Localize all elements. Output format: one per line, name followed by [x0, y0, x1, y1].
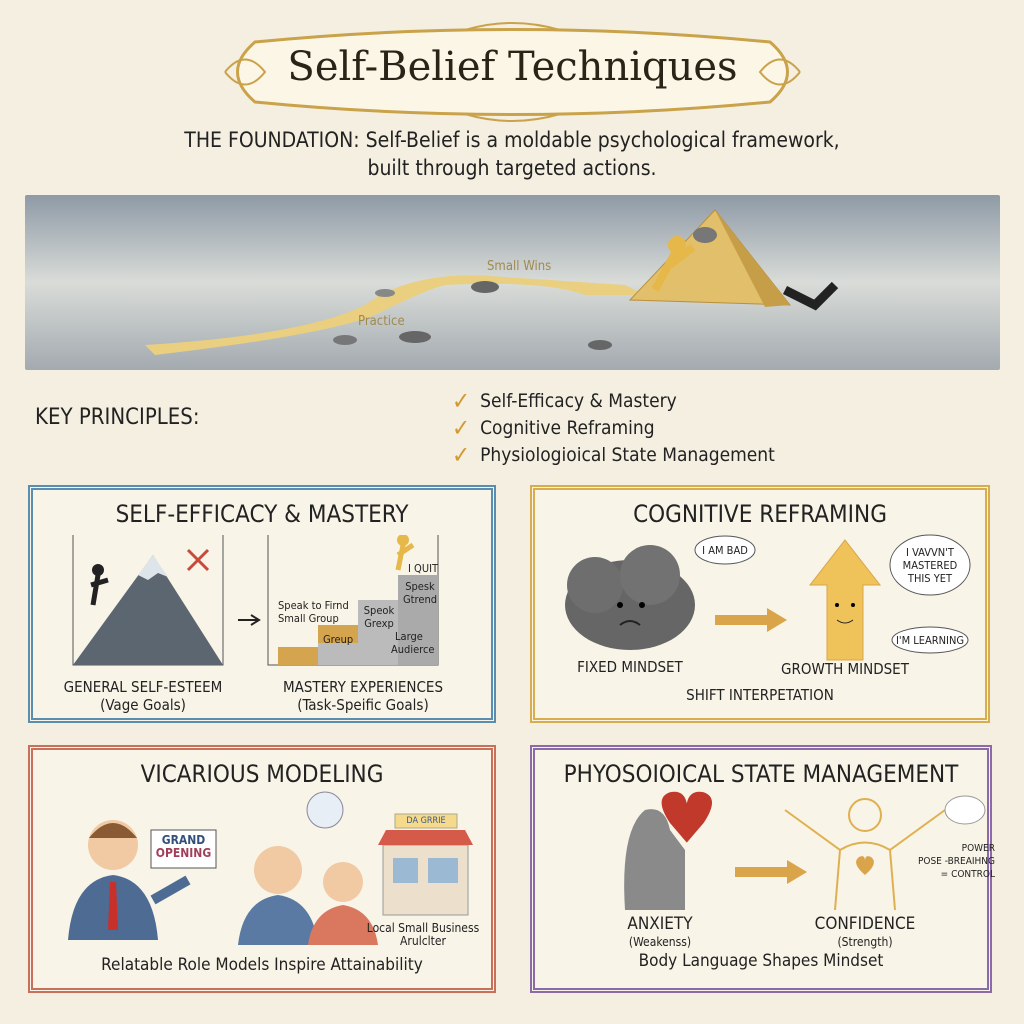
path-label-small-wins: Small Wins — [487, 259, 552, 274]
thought-bubble-learning: I'M LEARNING — [895, 634, 965, 647]
principle-item: ✓Cognitive Reframing — [452, 414, 655, 442]
mastery-experiences-sub: (Task-Speific Goals) — [297, 696, 429, 714]
step-label: Large — [395, 630, 423, 643]
ornate-title-frame — [224, 22, 801, 122]
checkmark-icon: ✓ — [452, 414, 471, 442]
store-sign: DA GRRIE — [406, 816, 446, 826]
confidence-label: CONFIDENCE — [814, 914, 916, 934]
step-label: Speok Grexp — [363, 604, 395, 630]
confidence-sub: (Strength) — [837, 935, 893, 949]
quit-label: I QUIT — [408, 562, 439, 575]
anxiety-sub: (Weakenss) — [628, 935, 692, 949]
panel-title: VICARIOUS MODELING — [140, 760, 384, 788]
key-principles-list: ✓Self-Efficacy & Mastery ✓Cognitive Refr… — [452, 388, 775, 469]
principle-item: ✓Physiologioical State Management — [452, 441, 775, 469]
step-label: Audierce — [391, 643, 435, 656]
key-principles-heading: KEY PRINCIPLES: — [35, 405, 200, 430]
mastery-experiences-label: MASTERY EXPERIENCES — [282, 678, 444, 696]
foundation-scene: Small Wins Practice — [25, 195, 1000, 370]
page-title: Self-Belief Techniques — [287, 44, 738, 90]
checkmark-icon: ✓ — [452, 387, 471, 415]
anxiety-label: ANXIETY — [627, 914, 693, 934]
foundation-line-2: built through targeted actions. — [367, 156, 657, 180]
general-self-esteem-sub: (Vage Goals) — [100, 696, 186, 714]
shift-interpretation-caption: SHIFT INTERPETATION — [686, 686, 834, 704]
step-label: Spesk Gtrend — [402, 580, 438, 606]
panel-title: PHYOSOIOICAL STATE MANAGEMENT — [563, 760, 959, 788]
physio-caption: Body Language Shapes Mindset — [638, 951, 884, 971]
panel-title: COGNITIVE REFRAMING — [633, 500, 887, 528]
step-label: Greup — [323, 633, 354, 646]
checkmark-icon: ✓ — [452, 441, 471, 469]
step-label: Speak to Firnd — [278, 599, 349, 612]
panel-title: SELF-EFFICACY & MASTERY — [115, 500, 409, 528]
panel-self-efficacy: SELF-EFFICACY & MASTERY Speak to Firnd S… — [28, 485, 496, 723]
general-self-esteem-label: GENERAL SELF-ESTEEM — [63, 678, 223, 696]
thought-bubble-i-am-bad: I AM BAD — [702, 544, 748, 557]
growth-mindset-label: GROWTH MINDSET — [781, 660, 909, 678]
pyramid-scene-illustration — [25, 195, 1000, 370]
path-label-practice: Practice — [358, 314, 405, 329]
mindset-illustration — [565, 534, 971, 661]
mountain-and-stairs-illustration — [72, 535, 439, 666]
role-models-illustration — [68, 791, 473, 945]
principle-item: ✓Self-Efficacy & Mastery — [452, 387, 677, 415]
fixed-mindset-label: FIXED MINDSET — [577, 658, 683, 676]
vicarious-caption: Relatable Role Models Inspire Attainabil… — [101, 955, 423, 975]
step-label: Small Group — [278, 612, 339, 625]
anxiety-confidence-illustration — [624, 791, 986, 910]
foundation-line-1: THE FOUNDATION: Self-Belief is a moldabl… — [184, 128, 840, 152]
